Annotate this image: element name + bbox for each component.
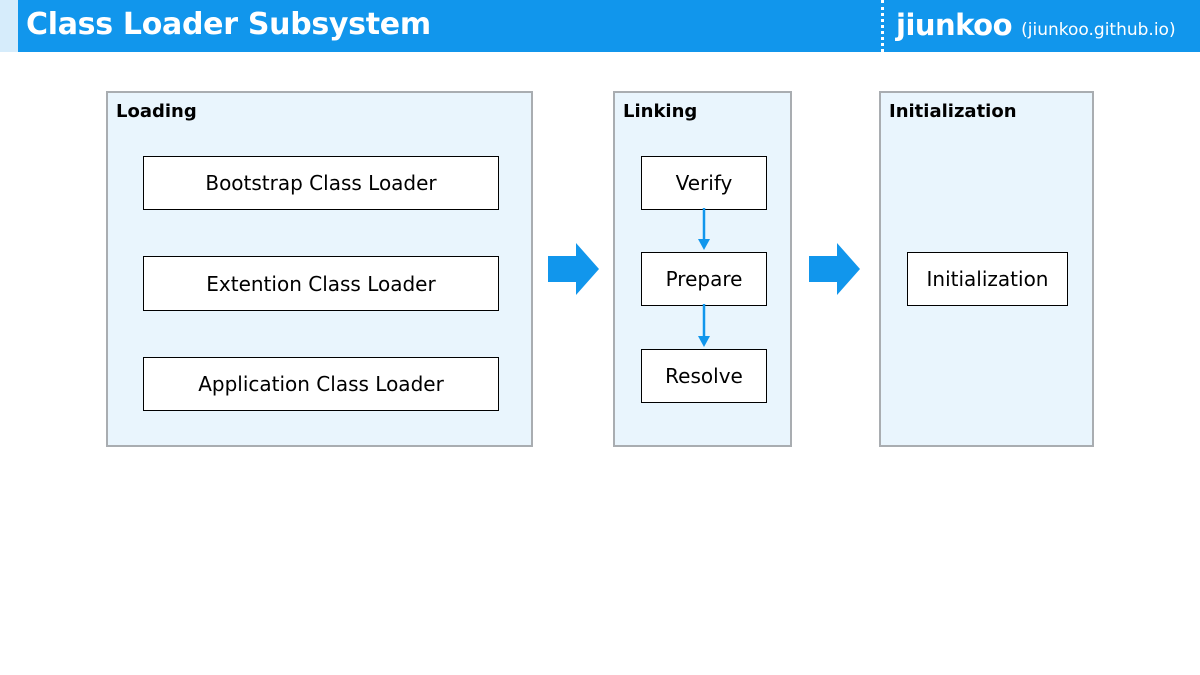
header-divider (881, 0, 884, 52)
extension-class-loader-box: Extention Class Loader (143, 256, 499, 311)
stage-linking: Linking Verify Prepare Resolve (613, 91, 792, 447)
bootstrap-class-loader-box: Bootstrap Class Loader (143, 156, 499, 210)
header-bar: Class Loader Subsystem jiunkoo (jiunkoo.… (0, 0, 1200, 52)
arrow-down-icon (698, 208, 710, 250)
arrow-down-icon (698, 304, 710, 347)
stage-loading-label: Loading (116, 101, 197, 122)
prepare-box: Prepare (641, 252, 767, 306)
brand: jiunkoo (jiunkoo.github.io) (896, 6, 1176, 49)
stage-initialization: Initialization Initialization (879, 91, 1094, 447)
brand-name: jiunkoo (896, 8, 1013, 42)
brand-url: (jiunkoo.github.io) (1021, 20, 1176, 40)
initialization-box: Initialization (907, 252, 1068, 306)
verify-box: Verify (641, 156, 767, 210)
stage-initialization-label: Initialization (889, 101, 1017, 122)
page-title: Class Loader Subsystem (26, 7, 431, 42)
header-edge-accent (0, 0, 18, 52)
stage-loading: Loading Bootstrap Class Loader Extention… (106, 91, 533, 447)
stage-arrow-linking-to-initialization-icon (809, 243, 860, 295)
stage-linking-label: Linking (623, 101, 698, 122)
application-class-loader-box: Application Class Loader (143, 357, 499, 411)
resolve-box: Resolve (641, 349, 767, 403)
stage-arrow-loading-to-linking-icon (548, 243, 599, 295)
